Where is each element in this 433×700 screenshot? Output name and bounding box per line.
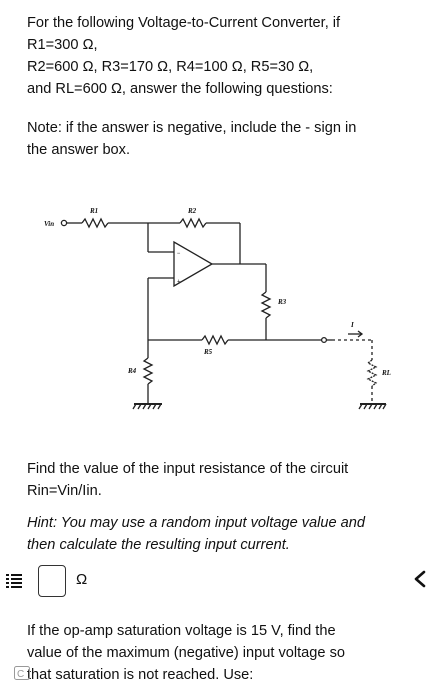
r3-resistor — [260, 291, 272, 319]
r5-resistor — [201, 334, 229, 346]
r1-label: R1 — [89, 207, 98, 215]
svg-text:−: − — [177, 251, 181, 257]
r4-resistor — [142, 357, 154, 385]
question-intro: For the following Voltage-to-Current Con… — [27, 15, 341, 97]
r2-label: R2 — [187, 207, 197, 215]
list-icon[interactable] — [6, 574, 22, 588]
question-saturation: If the op-amp saturation voltage is 15 V… — [27, 623, 345, 683]
answer-input[interactable] — [38, 565, 66, 597]
svg-text:+: + — [177, 279, 181, 285]
circuit-diagram: Vin R1 R2 R3 R5 R4 RL I − + — [44, 207, 391, 410]
question-find-input-resistance: Find the value of the input resistance o… — [27, 461, 349, 499]
question-note: Note: if the answer is negative, include… — [27, 120, 357, 158]
question-hint: Hint: You may use a random input voltage… — [27, 515, 366, 553]
r5-label: R5 — [203, 348, 213, 356]
vin-label: Vin — [44, 220, 54, 228]
svg-text:C: C — [17, 669, 24, 680]
r3-label: R3 — [277, 298, 287, 306]
chegg-logo-icon: C — [14, 666, 30, 680]
op-amp — [173, 240, 214, 288]
r2-resistor — [179, 217, 207, 229]
r4-label: R4 — [127, 367, 137, 375]
chevron-left-icon[interactable] — [412, 569, 428, 589]
answer-row: Ω — [0, 563, 433, 599]
rl-resistor — [366, 359, 378, 387]
answer-unit: Ω — [76, 571, 88, 588]
r1-resistor — [81, 217, 109, 229]
rl-label: RL — [381, 369, 391, 377]
current-label: I — [350, 321, 354, 329]
vin-terminal — [60, 219, 68, 227]
